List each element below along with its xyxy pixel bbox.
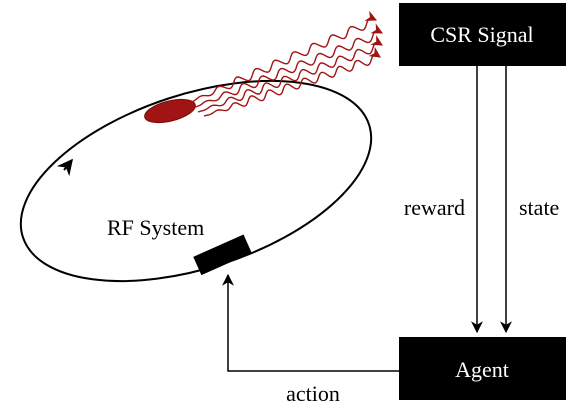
rf-system-label: RF System xyxy=(107,215,204,240)
reward-label: reward xyxy=(404,195,465,220)
action-arrow xyxy=(222,273,399,372)
storage-ring xyxy=(19,79,373,283)
agent-label: Agent xyxy=(455,357,509,382)
csr-signal-box xyxy=(399,3,566,66)
radiation-wave xyxy=(191,23,383,109)
electron-bunch xyxy=(144,98,196,124)
agent-box xyxy=(399,337,566,400)
csr-signal-label: CSR Signal xyxy=(430,22,533,47)
ring-direction-arrow xyxy=(56,158,73,177)
rf-system-block xyxy=(193,234,252,276)
radiation-wave xyxy=(197,35,383,113)
radiation-wave xyxy=(203,46,381,117)
csr-radiation xyxy=(185,10,383,117)
state-label: state xyxy=(519,195,559,220)
action-label: action xyxy=(286,381,340,406)
radiation-wave xyxy=(185,10,378,105)
